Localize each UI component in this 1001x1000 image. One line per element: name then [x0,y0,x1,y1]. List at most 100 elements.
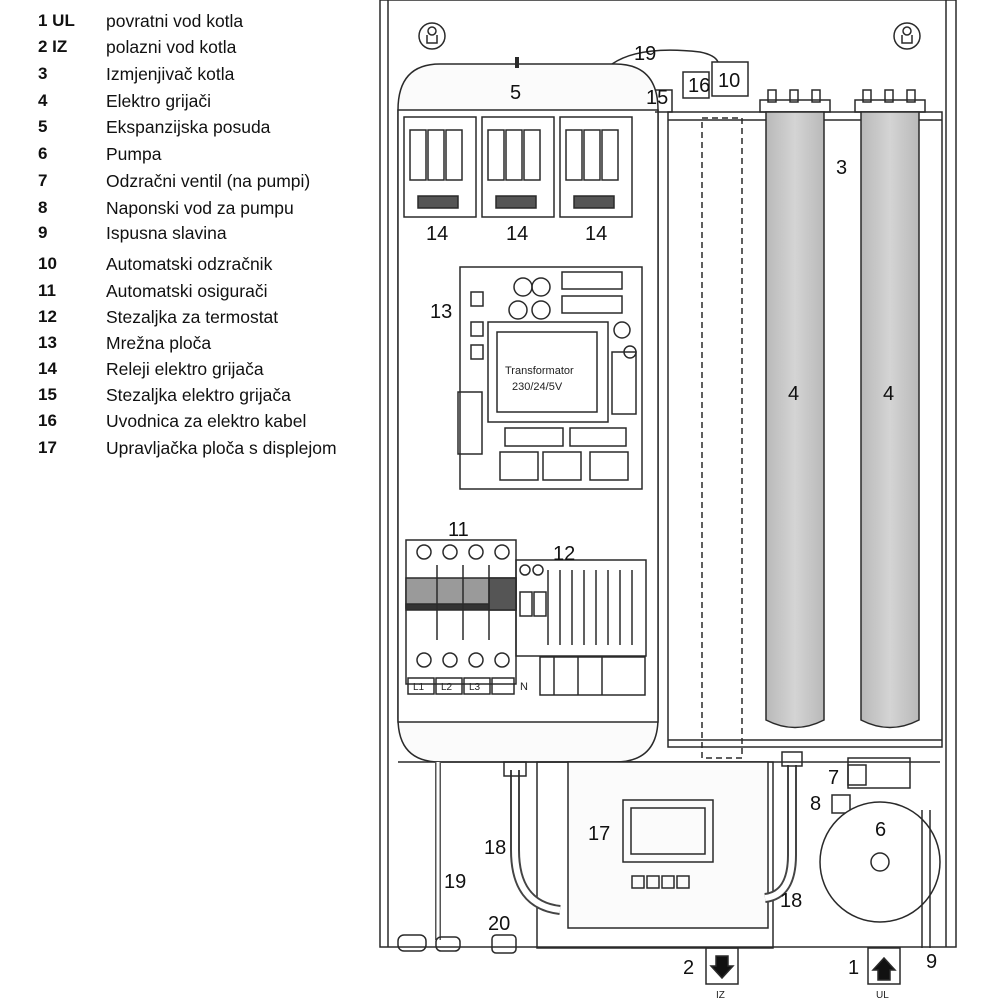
callout-7: 7 [828,767,839,789]
cable-gland [682,71,710,99]
arrow-up-icon [871,956,897,981]
legend-item: 11 Automatski osigurači [38,278,267,304]
legend-number: 17 [38,438,57,457]
inlet-ul-box [867,947,901,985]
legend-number: 7 [38,171,48,190]
callout-13: 13 [430,301,452,323]
pump [819,801,941,923]
relay-group-3 [559,116,633,218]
legend-item: 4 Elektro grijači [38,88,211,114]
callout-18a: 18 [484,837,506,859]
legend-item: 9 Ispusna slavina [38,220,227,246]
legend-item: 2 IZ polazni vod kotla [38,34,236,60]
callout-10: 10 [718,70,740,92]
heater-clamp [655,89,673,113]
legend-text: Ispusna slavina [106,222,227,243]
port-label-ul: UL [876,990,889,1000]
legend-text: Mrežna ploča [106,332,212,353]
callout-6: 6 [875,819,886,841]
breaker-label-l2: L2 [441,682,453,693]
legend-item: 13 Mrežna ploča [38,330,211,356]
legend-number: 15 [38,385,57,404]
transformer-label-1: Transformator [505,365,574,377]
arrow-down-icon [709,955,735,980]
exchanger-inner-tube [701,117,743,759]
outlet-iz-box [705,947,739,985]
legend-number: 9 [38,223,48,242]
legend-item: 15 Stezaljka elektro grijača [38,382,291,408]
callout-11: 11 [448,519,469,541]
legend-number: 2 IZ [38,37,68,56]
callout-4a: 4 [788,383,799,405]
button-1 [631,875,645,889]
legend-text: Ekspanzijska posuda [106,116,271,137]
callout-12: 12 [553,543,575,565]
button-4 [676,875,690,889]
breaker-label-l3: L3 [469,682,481,693]
legend-text: Stezaljka za termostat [106,306,279,327]
control-panel [567,761,769,929]
mounting-hole-left [418,22,446,50]
legend-text: Elektro grijači [106,90,212,111]
legend-number: 12 [38,307,57,326]
legend-number: 13 [38,333,57,352]
legend-number: 5 [38,117,48,136]
heater-element-right [854,89,926,729]
callout-9: 9 [926,951,937,973]
legend-text: polazni vod kotla [106,36,237,57]
breaker-label-l1: L1 [413,682,425,693]
legend-text: Naponski vod za pumpu [106,197,294,218]
callout-15: 15 [646,87,668,109]
cable-19-top [611,49,719,65]
legend-number: 1 UL [38,11,75,30]
callout-2: 2 [683,957,694,979]
callout-5: 5 [510,82,521,104]
legend-number: 11 [38,281,56,300]
legend-text: povratni vod kotla [106,10,244,31]
legend-number: 4 [38,91,48,110]
thermostat-terminals [515,559,647,696]
air-vent [711,61,749,97]
legend-item: 14 Releji elektro grijača [38,356,264,382]
callout-19a: 19 [634,43,656,65]
terminal-label-n: N [520,681,528,693]
legend-number: 3 [38,64,48,83]
relay-group-1 [403,116,477,218]
callout-14b: 14 [506,223,528,245]
callout-8: 8 [810,793,821,815]
callout-16: 16 [688,75,710,97]
legend-text: Pumpa [106,143,162,164]
fitting-20 [491,934,517,954]
legend-text: Releji elektro grijača [106,358,264,379]
relay-group-2 [481,116,555,218]
heater-element-left [759,89,831,729]
callout-20: 20 [488,913,510,935]
button-3 [661,875,675,889]
callout-3: 3 [836,157,847,179]
button-2 [646,875,660,889]
legend-item: 6 Pumpa [38,141,161,167]
legend-number: 14 [38,359,57,378]
mounting-hole-right [893,22,921,50]
legend-text: Uvodnica za elektro kabel [106,410,307,431]
legend-item: 7 Odzračni ventil (na pumpi) [38,168,310,194]
callout-18b: 18 [780,890,802,912]
legend-item: 5 Ekspanzijska posuda [38,114,270,140]
transformer-label-2: 230/24/5V [512,381,563,393]
power-lead-8 [831,794,851,814]
legend-text: Stezaljka elektro grijača [106,384,291,405]
legend-text: Odzračni ventil (na pumpi) [106,170,311,191]
callout-1: 1 [848,957,859,979]
legend-item: 1 UL povratni vod kotla [38,8,243,34]
port-label-iz: IZ [716,990,725,1000]
legend-text: Automatski osigurači [106,280,268,301]
display [622,799,714,863]
callout-4b: 4 [883,383,894,405]
callout-14c: 14 [585,223,607,245]
legend-number: 6 [38,144,48,163]
